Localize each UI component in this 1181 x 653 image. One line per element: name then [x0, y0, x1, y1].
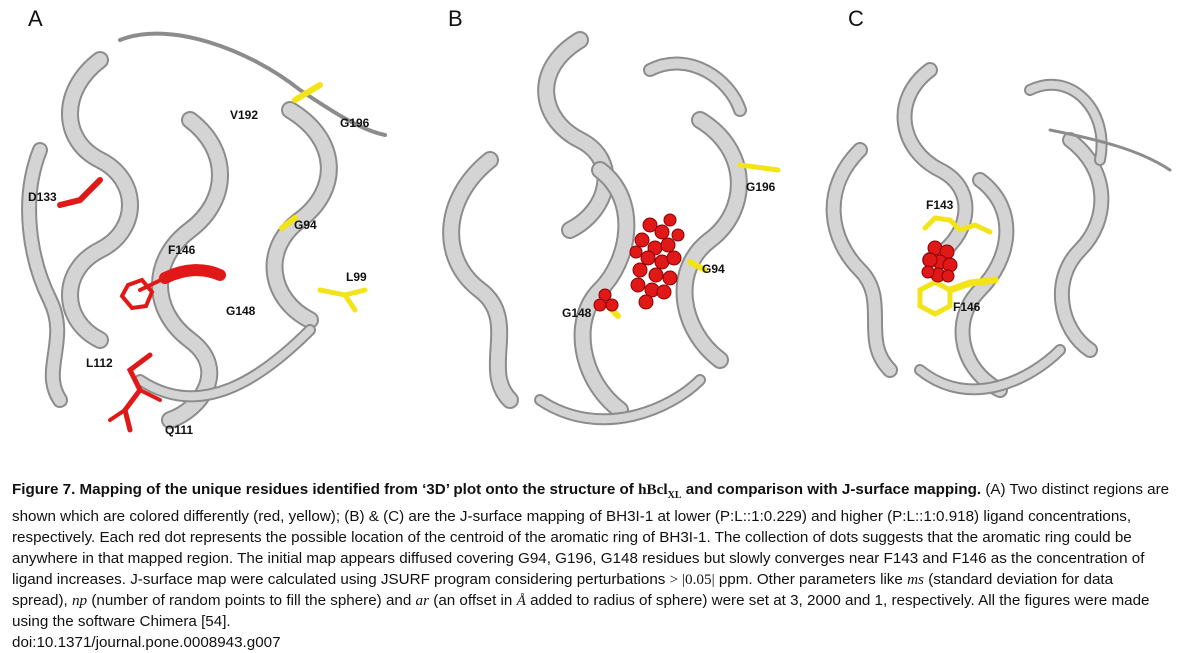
panel-a: A V192 G196 D133 G94 F146 L99 G148 L112 …	[0, 0, 400, 470]
residue-label: D133	[28, 190, 57, 204]
residue-label: G196	[746, 180, 776, 194]
panel-label-c: C	[848, 6, 864, 31]
caption-text: (standard deviation for data spread),	[12, 571, 1114, 610]
caption-angstrom: Å	[516, 592, 526, 610]
panel-label-b: B	[448, 6, 463, 31]
caption-doi: doi:10.1371/journal.pone.0008943.g007	[12, 634, 281, 652]
residue-label: G148	[226, 304, 256, 318]
residue-label: F143	[926, 198, 954, 212]
caption-text: (an offset in	[429, 592, 517, 610]
caption-text: (number of random points to fill the sph…	[87, 592, 416, 610]
residue-label: G196	[340, 116, 370, 130]
caption-title-text-end: and comparison with J-surface mapping.	[681, 481, 982, 498]
protein-structure-b	[442, 31, 781, 426]
caption-param-ms: ms	[907, 571, 924, 589]
residue-label: L112	[86, 356, 113, 370]
figure-caption: Figure 7. Mapping of the unique residues…	[12, 479, 1172, 653]
residue-label: F146	[953, 300, 981, 314]
caption-text: (A) Two distinct regions are shown which…	[12, 481, 1170, 589]
protein-structure-a	[21, 31, 387, 433]
caption-title: Figure 7. Mapping of the unique residues…	[12, 481, 982, 502]
residue-label: V192	[230, 108, 259, 122]
caption-param-ar: ar	[415, 592, 430, 610]
residue-label: L99	[346, 270, 367, 284]
residue-label: G94	[702, 262, 725, 276]
residue-label: Q111	[165, 423, 194, 437]
caption-title-symbol: hBcl	[638, 481, 668, 498]
caption-title-text: Figure 7. Mapping of the unique residues…	[12, 481, 639, 498]
caption-title-subscript: XL	[667, 490, 682, 502]
caption-text: ppm. Other parameters like	[714, 571, 908, 589]
residue-label: F146	[168, 243, 196, 257]
panel-label-a: A	[28, 6, 43, 31]
caption-threshold: > |0.05|	[669, 571, 715, 589]
panel-c: C F143 F146	[800, 0, 1181, 470]
residue-label: G94	[294, 218, 317, 232]
residue-label: G148	[562, 306, 592, 320]
protein-structure-c	[825, 62, 1172, 398]
panel-b: B G196 G94 G148	[400, 0, 800, 470]
caption-text: added to radius of sphere) were set at 3…	[12, 592, 1150, 631]
caption-param-np: np	[71, 592, 88, 610]
